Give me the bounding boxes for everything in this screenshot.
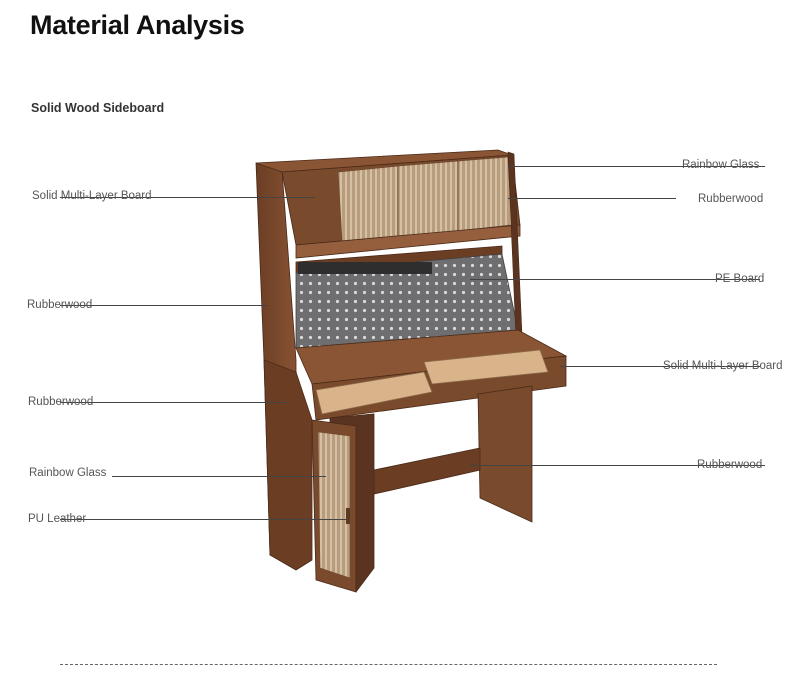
label-rubberwood-top-right: Rubberwood (698, 193, 764, 205)
leader-line (112, 476, 326, 477)
leader-line (508, 198, 676, 199)
label-pe-board: PE Board (715, 273, 765, 285)
label-pu-leather: PU Leather (28, 513, 87, 525)
stretcher (373, 447, 481, 495)
glass-door-3 (457, 156, 513, 232)
bottom-dashed-divider (60, 664, 717, 665)
glass-door-2 (397, 160, 459, 237)
page-subtitle: Solid Wood Sideboard (31, 101, 165, 115)
label-solid-multi-layer-board-right: Solid Multi-Layer Board (663, 360, 783, 372)
leader-line (470, 279, 760, 280)
leader-line (60, 402, 286, 403)
leader-line (470, 465, 765, 466)
lower-cabinet (263, 359, 313, 571)
leader-line (60, 519, 346, 520)
leader-line (60, 305, 268, 306)
leader-line (560, 366, 760, 367)
drawer-right (423, 349, 549, 385)
label-rubberwood-leg-right: Rubberwood (697, 459, 763, 471)
right-leg (477, 385, 533, 523)
page-title: Material Analysis (30, 10, 245, 40)
cabinet-door-glass (317, 431, 351, 579)
label-solid-multi-layer-board-left: Solid Multi-Layer Board (32, 190, 152, 202)
label-rainbow-glass-top: Rainbow Glass (682, 159, 760, 171)
door-handle (346, 508, 350, 524)
leader-line (60, 197, 315, 198)
label-rubberwood-side-left: Rubberwood (27, 299, 93, 311)
glass-door-1 (337, 165, 399, 243)
hutch-shelf (295, 224, 521, 259)
label-rubberwood-cabinet-left: Rubberwood (28, 396, 94, 408)
peg-bar (298, 262, 432, 274)
leader-line (508, 166, 765, 167)
label-rainbow-glass-door: Rainbow Glass (29, 467, 107, 479)
drawer-left (315, 371, 433, 415)
